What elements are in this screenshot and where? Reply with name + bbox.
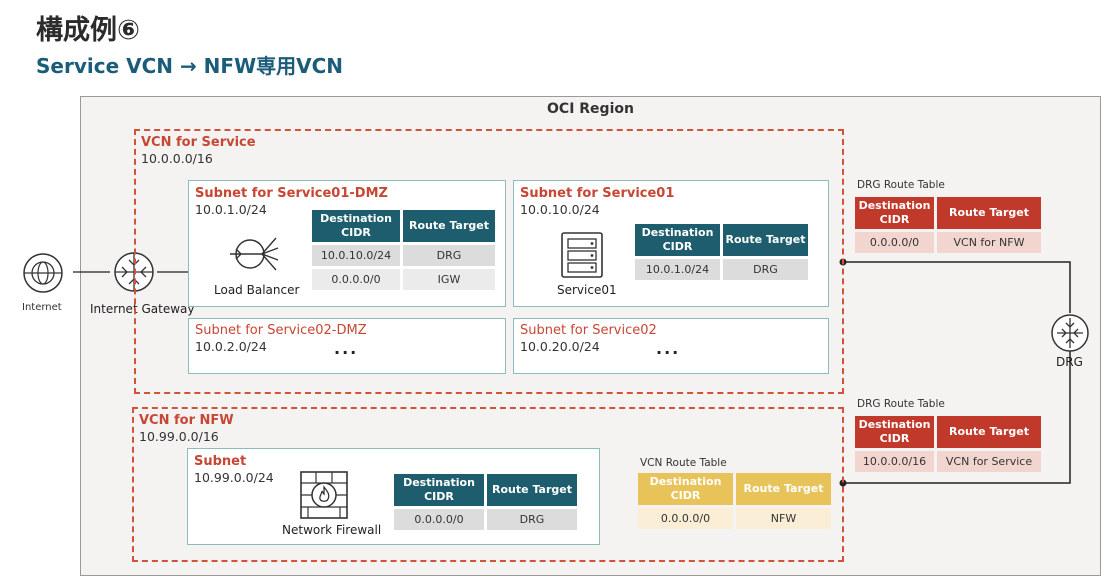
drg-label: DRG [1056,355,1083,369]
subnet-service01-cidr: 10.0.10.0/24 [520,202,600,217]
vcn-nfw-cidr: 10.99.0.0/16 [139,429,219,444]
table-cell: 10.0.0.0/16 [855,451,934,472]
table-header: Route Target [937,197,1041,229]
subnet-service02-cidr: 10.0.20.0/24 [520,339,600,354]
service-vcn-drg-link [843,261,1071,313]
subnet-service02-dmz-cidr: 10.0.2.0/24 [195,339,267,354]
table-header: Route Target [403,210,495,242]
vcn-route-table-caption: VCN Route Table [640,457,727,469]
subnet-service02-dmz [188,318,506,374]
table-cell: DRG [723,259,808,280]
vcn-route-table: Destination CIDR Route Target 0.0.0.0/0 … [635,470,834,532]
drg-icon [1050,313,1090,357]
page-title: 構成例⑥ [36,15,140,46]
vcn-nfw-box [132,407,844,562]
more-indicator: ... [656,339,681,358]
table-header: Route Target [736,473,831,505]
network-firewall-label: Network Firewall [282,523,382,537]
table-header: Destination CIDR [855,197,934,229]
load-balancer-icon [226,226,282,286]
more-indicator: ... [334,339,359,358]
nfw-vcn-drg-link [843,350,1071,484]
table-cell: 0.0.0.0/0 [394,509,484,530]
vcn-nfw-title: VCN for NFW [139,413,234,428]
table-cell: 0.0.0.0/0 [638,508,733,529]
table-header: Destination CIDR [635,224,720,256]
subnet-nfw-cidr: 10.99.0.0/24 [194,470,274,485]
table-header: Route Target [723,224,808,256]
internet-icon [22,252,64,298]
table-header: Destination CIDR [394,474,484,506]
table-cell: 0.0.0.0/0 [855,232,934,253]
internet-label: Internet [22,302,62,313]
table-cell: 10.0.10.0/24 [312,245,400,266]
drg-route-table-top: Destination CIDR Route Target 0.0.0.0/0 … [852,194,1044,256]
subnet-nfw-title: Subnet [194,454,247,469]
subnet-service01-dmz-title: Subnet for Service01-DMZ [195,186,388,201]
table-header: Destination CIDR [312,210,400,242]
table-cell: NFW [736,508,831,529]
route-table-service01: Destination CIDR Route Target 10.0.1.0/2… [632,221,811,283]
table-cell: 10.0.1.0/24 [635,259,720,280]
vcn-service-title: VCN for Service [141,135,256,150]
vcn-service-box [134,129,844,394]
table-header: Destination CIDR [638,473,733,505]
table-cell: DRG [403,245,495,266]
drg-route-table-top-caption: DRG Route Table [857,179,945,191]
table-header: Destination CIDR [855,416,934,448]
drg-route-table-bottom-caption: DRG Route Table [857,398,945,410]
subnet-service02-title: Subnet for Service02 [520,323,657,338]
region-label: OCI Region [547,101,634,117]
subnet-service02-dmz-title: Subnet for Service02-DMZ [195,323,367,338]
table-cell: IGW [403,269,495,290]
internet-gateway-label: Internet Gateway [90,302,195,316]
table-cell: VCN for NFW [937,232,1041,253]
drg-route-table-bottom: Destination CIDR Route Target 10.0.0.0/1… [852,413,1044,475]
subnet-service01-dmz-cidr: 10.0.1.0/24 [195,202,267,217]
load-balancer-label: Load Balancer [214,283,300,297]
vcn-service-cidr: 10.0.0.0/16 [141,151,213,166]
firewall-icon [298,469,350,525]
table-header: Route Target [487,474,577,506]
server-icon [559,230,605,284]
service01-label: Service01 [557,283,617,297]
table-cell: DRG [487,509,577,530]
route-table-service01-dmz: Destination CIDR Route Target 10.0.10.0/… [309,207,498,293]
table-header: Route Target [937,416,1041,448]
table-cell: VCN for Service [937,451,1041,472]
route-table-nfw-subnet: Destination CIDR Route Target 0.0.0.0/0 … [391,471,580,533]
subnet-service02 [513,318,829,374]
subnet-service01-title: Subnet for Service01 [520,186,675,201]
table-cell: 0.0.0.0/0 [312,269,400,290]
page-subtitle: Service VCN → NFW専用VCN [36,54,344,78]
